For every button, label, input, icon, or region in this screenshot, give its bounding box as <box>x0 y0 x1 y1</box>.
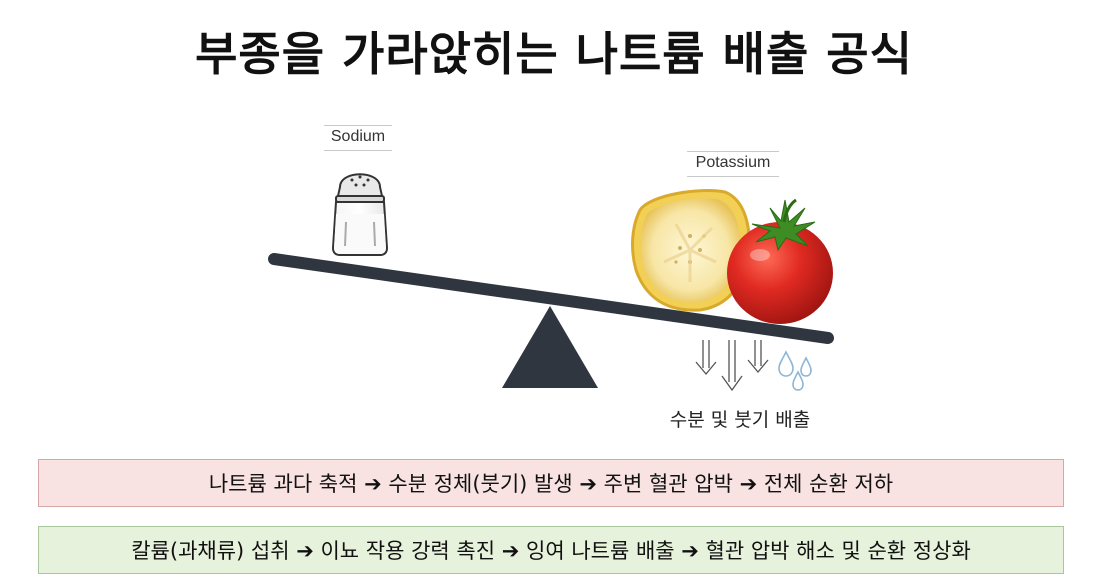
potassium-flow-box: 칼륨(과채류) 섭취 ➔ 이뇨 작용 강력 촉진 ➔ 잉여 나트륨 배출 ➔ 혈… <box>38 526 1064 574</box>
banana-slice-icon <box>631 189 751 312</box>
fulcrum-triangle <box>502 306 598 388</box>
excretion-label: 수분 및 붓기 배출 <box>669 409 811 431</box>
sodium-flow-text: 나트륨 과다 축적 ➔ 수분 정체(붓기) 발생 ➔ 주변 혈관 압박 ➔ 전체… <box>208 472 894 496</box>
sodium-label: Sodium <box>324 125 392 151</box>
potassium-flow-text: 칼륨(과채류) 섭취 ➔ 이뇨 작용 강력 촉진 ➔ 잉여 나트륨 배출 ➔ 혈… <box>131 539 971 563</box>
down-arrows-icon <box>695 340 769 392</box>
salt-shaker-icon <box>331 173 389 256</box>
tomato-icon <box>727 198 833 324</box>
page-title: 부종을 가라앉히는 나트륨 배출 공식 <box>195 27 913 81</box>
seesaw-beam <box>268 253 834 344</box>
sodium-flow-box: 나트륨 과다 축적 ➔ 수분 정체(붓기) 발생 ➔ 주변 혈관 압박 ➔ 전체… <box>38 459 1064 507</box>
potassium-label: Potassium <box>687 151 779 177</box>
water-drops-icon <box>778 350 812 391</box>
